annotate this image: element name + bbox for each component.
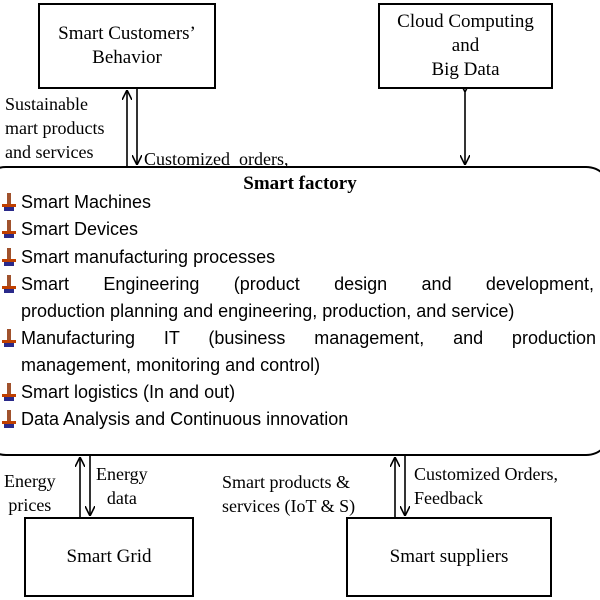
factory-item-manufacturing-processes: Smart manufacturing processes [0, 244, 600, 271]
factory-item-text: Manufacturing IT (business management, a… [21, 328, 596, 348]
label-line: and services [5, 142, 94, 162]
node-text: Behavior [92, 47, 162, 68]
factory-item-text: Smart Devices [21, 219, 139, 239]
label-line: Feedback [414, 488, 483, 508]
label-line: data [106, 488, 137, 508]
smart-factory-title: Smart factory [243, 173, 357, 194]
bullet-icon [2, 248, 16, 266]
node-text: Smart Customers’ [58, 23, 196, 44]
label-line: services (IoT & S) [222, 496, 356, 516]
label-energy-prices: Energy prices [4, 469, 56, 517]
cloud-computing-big-data-box: Cloud Computing and Big Data [378, 3, 553, 89]
factory-item-text: management, monitoring and control) [21, 355, 321, 375]
smart-factory-box [0, 166, 600, 456]
label-customized-orders-bottom: Customized Orders, Feedback [414, 462, 558, 510]
bullet-icon [2, 275, 16, 293]
label-line: Energy [4, 471, 56, 491]
node-text: Smart suppliers [389, 546, 509, 567]
smart-customers-behavior-box: Smart Customers’ Behavior [38, 3, 216, 89]
factory-item-text: production planning and engineering, pro… [21, 301, 515, 321]
label-smart-products-services: Smart products & services (IoT & S) [222, 470, 355, 518]
factory-item-manufacturing-it: Manufacturing IT (business management, a… [0, 325, 600, 379]
factory-item-data-analysis: Data Analysis and Continuous innovation [0, 406, 600, 433]
label-sustainable-products: Sustainable mart products and services [5, 92, 104, 164]
smart-suppliers-box: Smart suppliers [346, 517, 552, 597]
factory-item-text: Smart logistics (In and out) [21, 382, 236, 402]
label-line: Energy [96, 464, 148, 484]
factory-item-smart-engineering: Smart Engineering (product design and de… [0, 271, 600, 325]
label-line: Customized Orders, [414, 464, 558, 484]
label-line: Smart products & [222, 472, 350, 492]
factory-item-text: Smart manufacturing processes [21, 247, 276, 267]
node-text: Cloud Computing [397, 11, 534, 32]
node-text: and [451, 35, 480, 56]
label-energy-data: Energy data [96, 462, 148, 510]
factory-item-smart-logistics: Smart logistics (In and out) [0, 379, 600, 406]
factory-item-text: Smart Machines [21, 192, 152, 212]
factory-item-smart-machines: Smart Machines [0, 189, 600, 216]
smart-grid-box: Smart Grid [24, 517, 194, 597]
label-line: prices [8, 495, 52, 515]
factory-item-text: Smart Engineering (product design and de… [21, 274, 594, 294]
bullet-icon [2, 383, 16, 401]
node-text: Big Data [431, 59, 500, 80]
bullet-icon [2, 220, 16, 238]
bullet-icon [2, 329, 16, 347]
label-line: Sustainable [5, 94, 88, 114]
bullet-icon [2, 193, 16, 211]
label-line: mart products [5, 118, 105, 138]
node-text: Smart Grid [66, 546, 152, 567]
bullet-icon [2, 410, 16, 428]
factory-item-text: Data Analysis and Continuous innovation [21, 409, 349, 429]
label-line: Customized orders, [144, 149, 289, 169]
factory-item-smart-devices: Smart Devices [0, 216, 600, 243]
